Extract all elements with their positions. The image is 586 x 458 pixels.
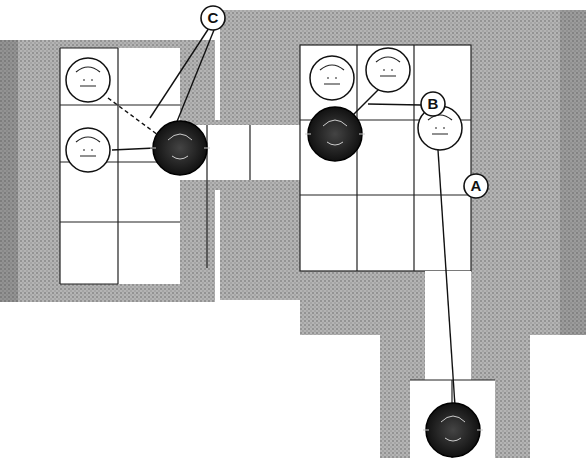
callout-ring [201,6,488,198]
line-of-sight [108,28,455,406]
floor-grid [60,45,495,458]
callout-letter: C [202,7,224,29]
monster-figures [153,107,480,457]
hero-faces [76,57,452,156]
wall-area [0,10,586,458]
callout-letter: B [422,93,444,115]
monster-details [150,120,483,441]
callout-letter: A [465,175,487,197]
grid-lines [60,45,495,458]
hero-figures [66,48,462,172]
